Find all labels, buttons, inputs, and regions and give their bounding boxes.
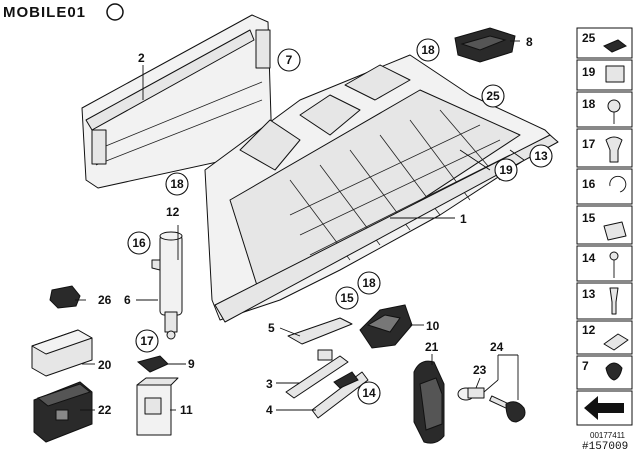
panel-label-12: 12 <box>582 323 596 337</box>
callout-9: 9 <box>188 357 195 371</box>
panel-label-16: 16 <box>582 177 596 191</box>
panel-label-15: 15 <box>582 211 596 225</box>
logo-ring-icon <box>106 3 124 21</box>
mobile01-logo: MOBILE01 <box>3 3 124 21</box>
part-8-cap <box>454 27 516 63</box>
callout-19-circle: 19 <box>494 158 518 182</box>
callout-8: 8 <box>526 35 533 49</box>
callout-26: 26 <box>98 293 112 307</box>
panel-label-13: 13 <box>582 287 596 301</box>
panel-cell-13 <box>576 282 633 320</box>
svg-text:25: 25 <box>486 89 500 103</box>
part-1-glovebox <box>204 54 559 323</box>
callout-16-circle: 16 <box>127 231 151 255</box>
callout-10: 10 <box>426 319 440 333</box>
callout-21: 21 <box>425 340 439 354</box>
part-20-cover <box>31 329 93 377</box>
callout-7-circle: 7 <box>277 48 301 72</box>
callout-18-circle-top: 18 <box>416 38 440 62</box>
callout-15-circle: 15 <box>335 286 359 310</box>
part-23-cylinder <box>457 387 485 401</box>
callout-20: 20 <box>98 358 112 372</box>
small-parts-panel: 25 19 18 17 16 15 14 13 12 7 <box>576 27 633 426</box>
part-21-handle <box>413 360 445 444</box>
svg-text:17: 17 <box>140 334 154 348</box>
part-9-pad <box>136 355 169 373</box>
callout-4: 4 <box>266 403 273 417</box>
svg-text:16: 16 <box>132 236 146 250</box>
panel-cell-18 <box>576 91 633 128</box>
part-5-plate <box>287 317 353 345</box>
svg-text:18: 18 <box>170 177 184 191</box>
panel-cell-16 <box>576 168 633 205</box>
panel-cell-17 <box>576 128 633 168</box>
panel-label-17: 17 <box>582 137 596 151</box>
callout-6: 6 <box>124 293 131 307</box>
callout-5: 5 <box>268 321 275 335</box>
callout-1: 1 <box>460 212 467 226</box>
part-26-clip <box>49 285 81 309</box>
leader-lines <box>75 40 525 411</box>
panel-label-25: 25 <box>582 31 596 45</box>
svg-text:14: 14 <box>362 386 376 400</box>
callout-2: 2 <box>138 51 145 65</box>
callout-18-circle-mid: 18 <box>357 271 381 295</box>
logo-text: MOBILE01 <box>3 4 86 21</box>
svg-text:7: 7 <box>286 53 293 67</box>
part-6-damper <box>151 231 183 340</box>
direction-arrow-icon <box>584 396 624 420</box>
svg-text:18: 18 <box>362 276 376 290</box>
callout-13-circle: 13 <box>529 144 553 168</box>
watermark-text: #157009 <box>582 441 628 453</box>
panel-label-7: 7 <box>582 359 589 373</box>
callout-22: 22 <box>98 403 112 417</box>
callout-3: 3 <box>266 377 273 391</box>
panel-cell-7 <box>576 355 633 390</box>
svg-text:15: 15 <box>340 291 354 305</box>
svg-text:19: 19 <box>499 163 513 177</box>
callout-17-circle: 17 <box>135 329 159 353</box>
callout-12: 12 <box>166 205 180 219</box>
svg-text:13: 13 <box>534 149 548 163</box>
callout-11: 11 <box>180 403 193 417</box>
part-22-housing <box>33 381 93 443</box>
diagram-id: 00177411 <box>590 431 626 440</box>
part-2-flap <box>81 14 273 189</box>
panel-label-14: 14 <box>582 251 596 265</box>
panel-cell-14 <box>576 245 633 282</box>
part-11-latch <box>136 377 179 436</box>
part-4-latch <box>311 371 369 419</box>
part-3-latch <box>285 349 349 399</box>
callout-18-circle-left: 18 <box>165 172 189 196</box>
callout-24: 24 <box>490 340 504 354</box>
callout-14-circle: 14 <box>357 381 381 405</box>
panel-label-18: 18 <box>582 97 596 111</box>
svg-text:18: 18 <box>421 43 435 57</box>
part-24-key <box>489 395 526 423</box>
part-10-lock <box>359 304 413 349</box>
callout-25-circle: 25 <box>481 84 505 108</box>
callout-23: 23 <box>473 363 487 377</box>
panel-label-19: 19 <box>582 65 596 79</box>
